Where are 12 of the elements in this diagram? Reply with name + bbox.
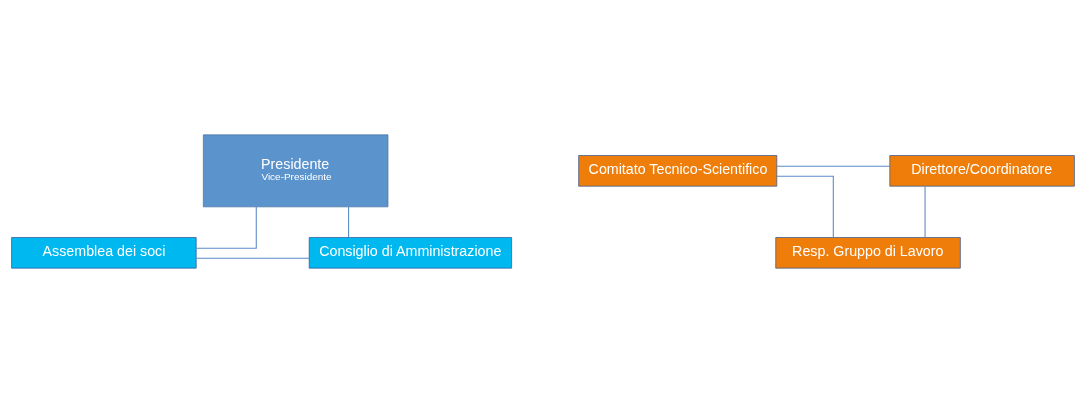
connector [776, 165, 891, 167]
connector [195, 257, 310, 259]
connector [776, 175, 834, 238]
node-box: Direttore/Coordinatore [889, 155, 1075, 187]
connector [924, 185, 926, 238]
connector [348, 206, 350, 238]
node-box: Presidente Vice-Presidente [203, 134, 389, 208]
node-box: Consiglio di Amministrazione [308, 237, 512, 269]
connector [195, 206, 257, 249]
node-box: Assemblea dei soci [11, 237, 197, 269]
node-box: Comitato Tecnico-Scientifico [578, 155, 778, 187]
node-box: Resp. Gruppo di Lavoro [775, 237, 961, 269]
